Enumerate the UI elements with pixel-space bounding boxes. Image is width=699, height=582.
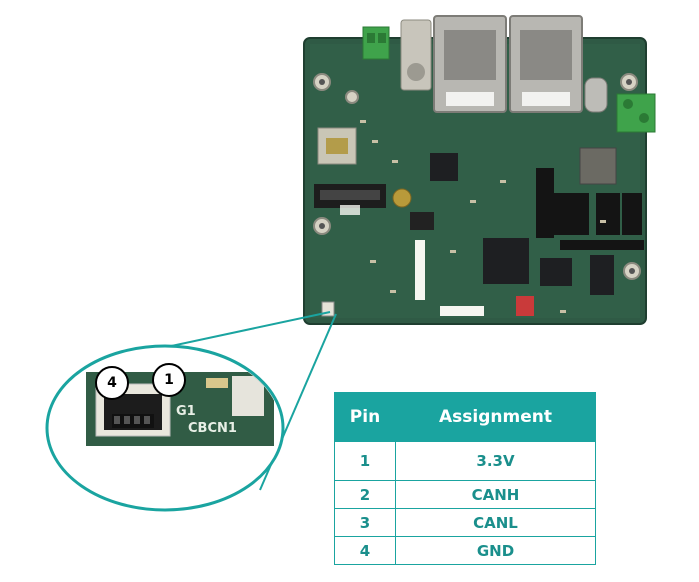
usb-c-port [584, 77, 608, 113]
chip [590, 255, 614, 295]
soc-chip [483, 238, 529, 284]
mount-hole [345, 90, 359, 104]
assignment-cell: GND [395, 536, 596, 565]
table-row: 1 3.3V [334, 441, 596, 481]
pin-assignment-table: Pin Assignment 1 3.3V 2 CANH 3 CANL 4 GN… [334, 392, 596, 565]
assignment-cell: CANH [395, 480, 596, 509]
power-terminal [616, 93, 656, 133]
assignment-cell: 3.3V [395, 441, 596, 481]
pin-4-callout: 4 [95, 366, 129, 400]
table-row: 4 GND [334, 536, 596, 565]
table-row: 3 CANL [334, 508, 596, 537]
chip [540, 258, 572, 286]
table-row: 2 CANH [334, 480, 596, 509]
header-assignment: Assignment [395, 392, 596, 442]
connector-label: CBCN1 [188, 421, 237, 436]
pin-cell: 1 [334, 441, 396, 481]
pin-cell: 3 [334, 508, 396, 537]
pin-cell: 2 [334, 480, 396, 509]
chip [430, 153, 458, 181]
g1-label: G1 [176, 404, 196, 419]
pin-header [536, 168, 644, 250]
header-pin: Pin [334, 392, 396, 442]
red-connector [516, 296, 534, 316]
chip [410, 212, 434, 230]
pin-cell: 4 [334, 536, 396, 565]
pin-1-callout: 1 [152, 363, 186, 397]
inductor [579, 147, 617, 185]
gold-standoff [392, 188, 412, 208]
assignment-cell: CANL [395, 508, 596, 537]
